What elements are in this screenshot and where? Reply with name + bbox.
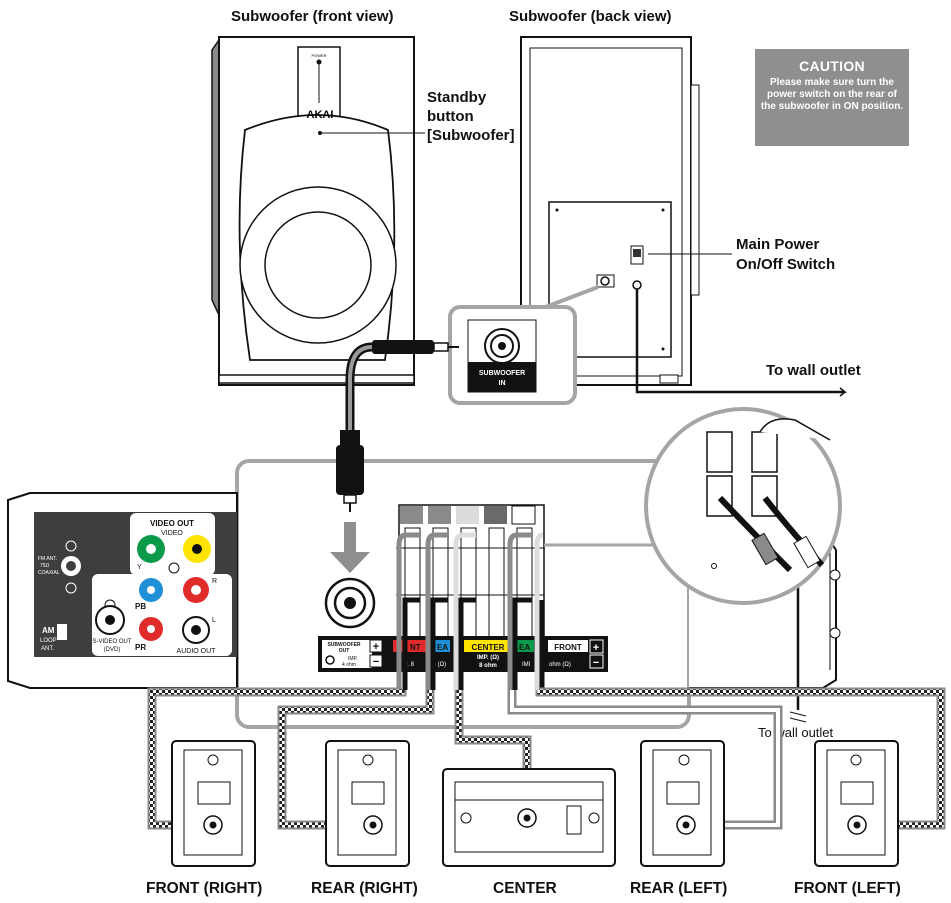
- speaker-rear-right: [325, 740, 410, 867]
- subwoofer-back-title: Subwoofer (back view): [509, 8, 672, 25]
- audio-out-label: AUDIO OUT: [177, 648, 217, 655]
- sub-in-label-1: SUBWOOFER: [479, 370, 525, 377]
- front-minus: −: [593, 657, 599, 669]
- terminal-wires: [396, 532, 545, 690]
- power-label: POWER: [311, 53, 326, 58]
- speaker-rear-left: [640, 740, 725, 867]
- speaker-center: [442, 768, 616, 867]
- ohm-partial-left: m (Ω): [431, 662, 446, 668]
- speaker-front-right: [171, 740, 256, 867]
- speaker-front-left: [814, 740, 899, 867]
- rca-plug-bottom: [324, 430, 376, 629]
- sub-imp-label-2: 4 ohm: [342, 662, 356, 668]
- speaker-label-rear-left: REAR (LEFT): [630, 880, 728, 897]
- speaker-label-front-left: FRONT (LEFT): [794, 880, 901, 897]
- video-label: VIDEO: [161, 530, 183, 537]
- subwoofer-front-view: [211, 36, 425, 386]
- speaker-label-rear-right: REAR (RIGHT): [311, 880, 418, 897]
- main-power-label-line2: On/Off Switch: [736, 256, 836, 273]
- sub-in-label-2: IN: [499, 380, 506, 387]
- speaker-label-front-right: FRONT (RIGHT): [146, 880, 263, 897]
- am-label-3: ANT.: [41, 646, 54, 652]
- standby-label-line3: [Subwoofer]: [427, 127, 515, 144]
- standby-label-line1: Standby: [427, 89, 487, 106]
- center-imp-label: IMP. (Ω): [477, 655, 499, 661]
- receiver-rear-panel: [7, 492, 238, 689]
- fm-label-3: COAXIAL: [38, 570, 60, 576]
- rca-plug-top: [345, 340, 459, 440]
- fm-label-1: FM ANT.: [38, 556, 57, 562]
- imp-partial-left: P. 8: [404, 662, 415, 668]
- sub-minus: −: [373, 656, 379, 668]
- am-label-1: AM: [42, 626, 55, 635]
- akai-logo: AKAI: [307, 109, 334, 121]
- svideo-label-2: (DVD): [104, 647, 121, 653]
- r-label: R: [212, 578, 217, 585]
- speaker-label-center: CENTER: [493, 880, 557, 897]
- sub-out-label-2: OUT: [339, 648, 350, 654]
- speaker-cables: [147, 687, 946, 830]
- center-terminal-label: CENTER: [472, 643, 505, 652]
- main-power-label-line1: Main Power: [736, 236, 820, 253]
- l-label: L: [212, 617, 216, 624]
- terminal-zoom-inset: [644, 407, 842, 605]
- standby-label-line2: button: [427, 108, 474, 125]
- sub-imp-label-1: IMP.: [348, 656, 358, 662]
- rear-right-cut-label: EA: [437, 643, 448, 652]
- subwoofer-in-inset: [448, 285, 599, 405]
- fm-label-2: 75Ω: [40, 563, 50, 569]
- y-label: Y: [137, 564, 142, 571]
- caution-title: CAUTION: [799, 58, 865, 74]
- caution-body: Please make sure turn the power switch o…: [760, 77, 904, 112]
- caution-box: CAUTION Please make sure turn the power …: [755, 49, 909, 146]
- pb-label: PB: [135, 602, 146, 611]
- pr-label: PR: [135, 643, 146, 652]
- wall-outlet-label-top: To wall outlet: [766, 362, 861, 379]
- svideo-label-1: S-VIDEO OUT: [92, 639, 131, 645]
- center-ohm-label: 8 ohm: [479, 663, 497, 669]
- front-terminal-label: FRONT: [554, 643, 582, 652]
- subwoofer-front-title: Subwoofer (front view): [231, 8, 394, 25]
- ohm-front-label: ohm (Ω): [549, 662, 571, 668]
- sub-plus: +: [373, 641, 379, 653]
- speaker-terminal-block: [396, 504, 545, 641]
- front-plus: +: [593, 642, 599, 654]
- sub-out-label-1: SUBWOOFER: [327, 642, 360, 648]
- front-right-cut-label: NT: [410, 643, 421, 652]
- rear-left-cut-label: EA: [519, 643, 530, 652]
- imp-partial-right: IMI: [522, 662, 531, 668]
- video-out-label: VIDEO OUT: [150, 519, 194, 528]
- am-label-2: LOOP: [40, 638, 57, 644]
